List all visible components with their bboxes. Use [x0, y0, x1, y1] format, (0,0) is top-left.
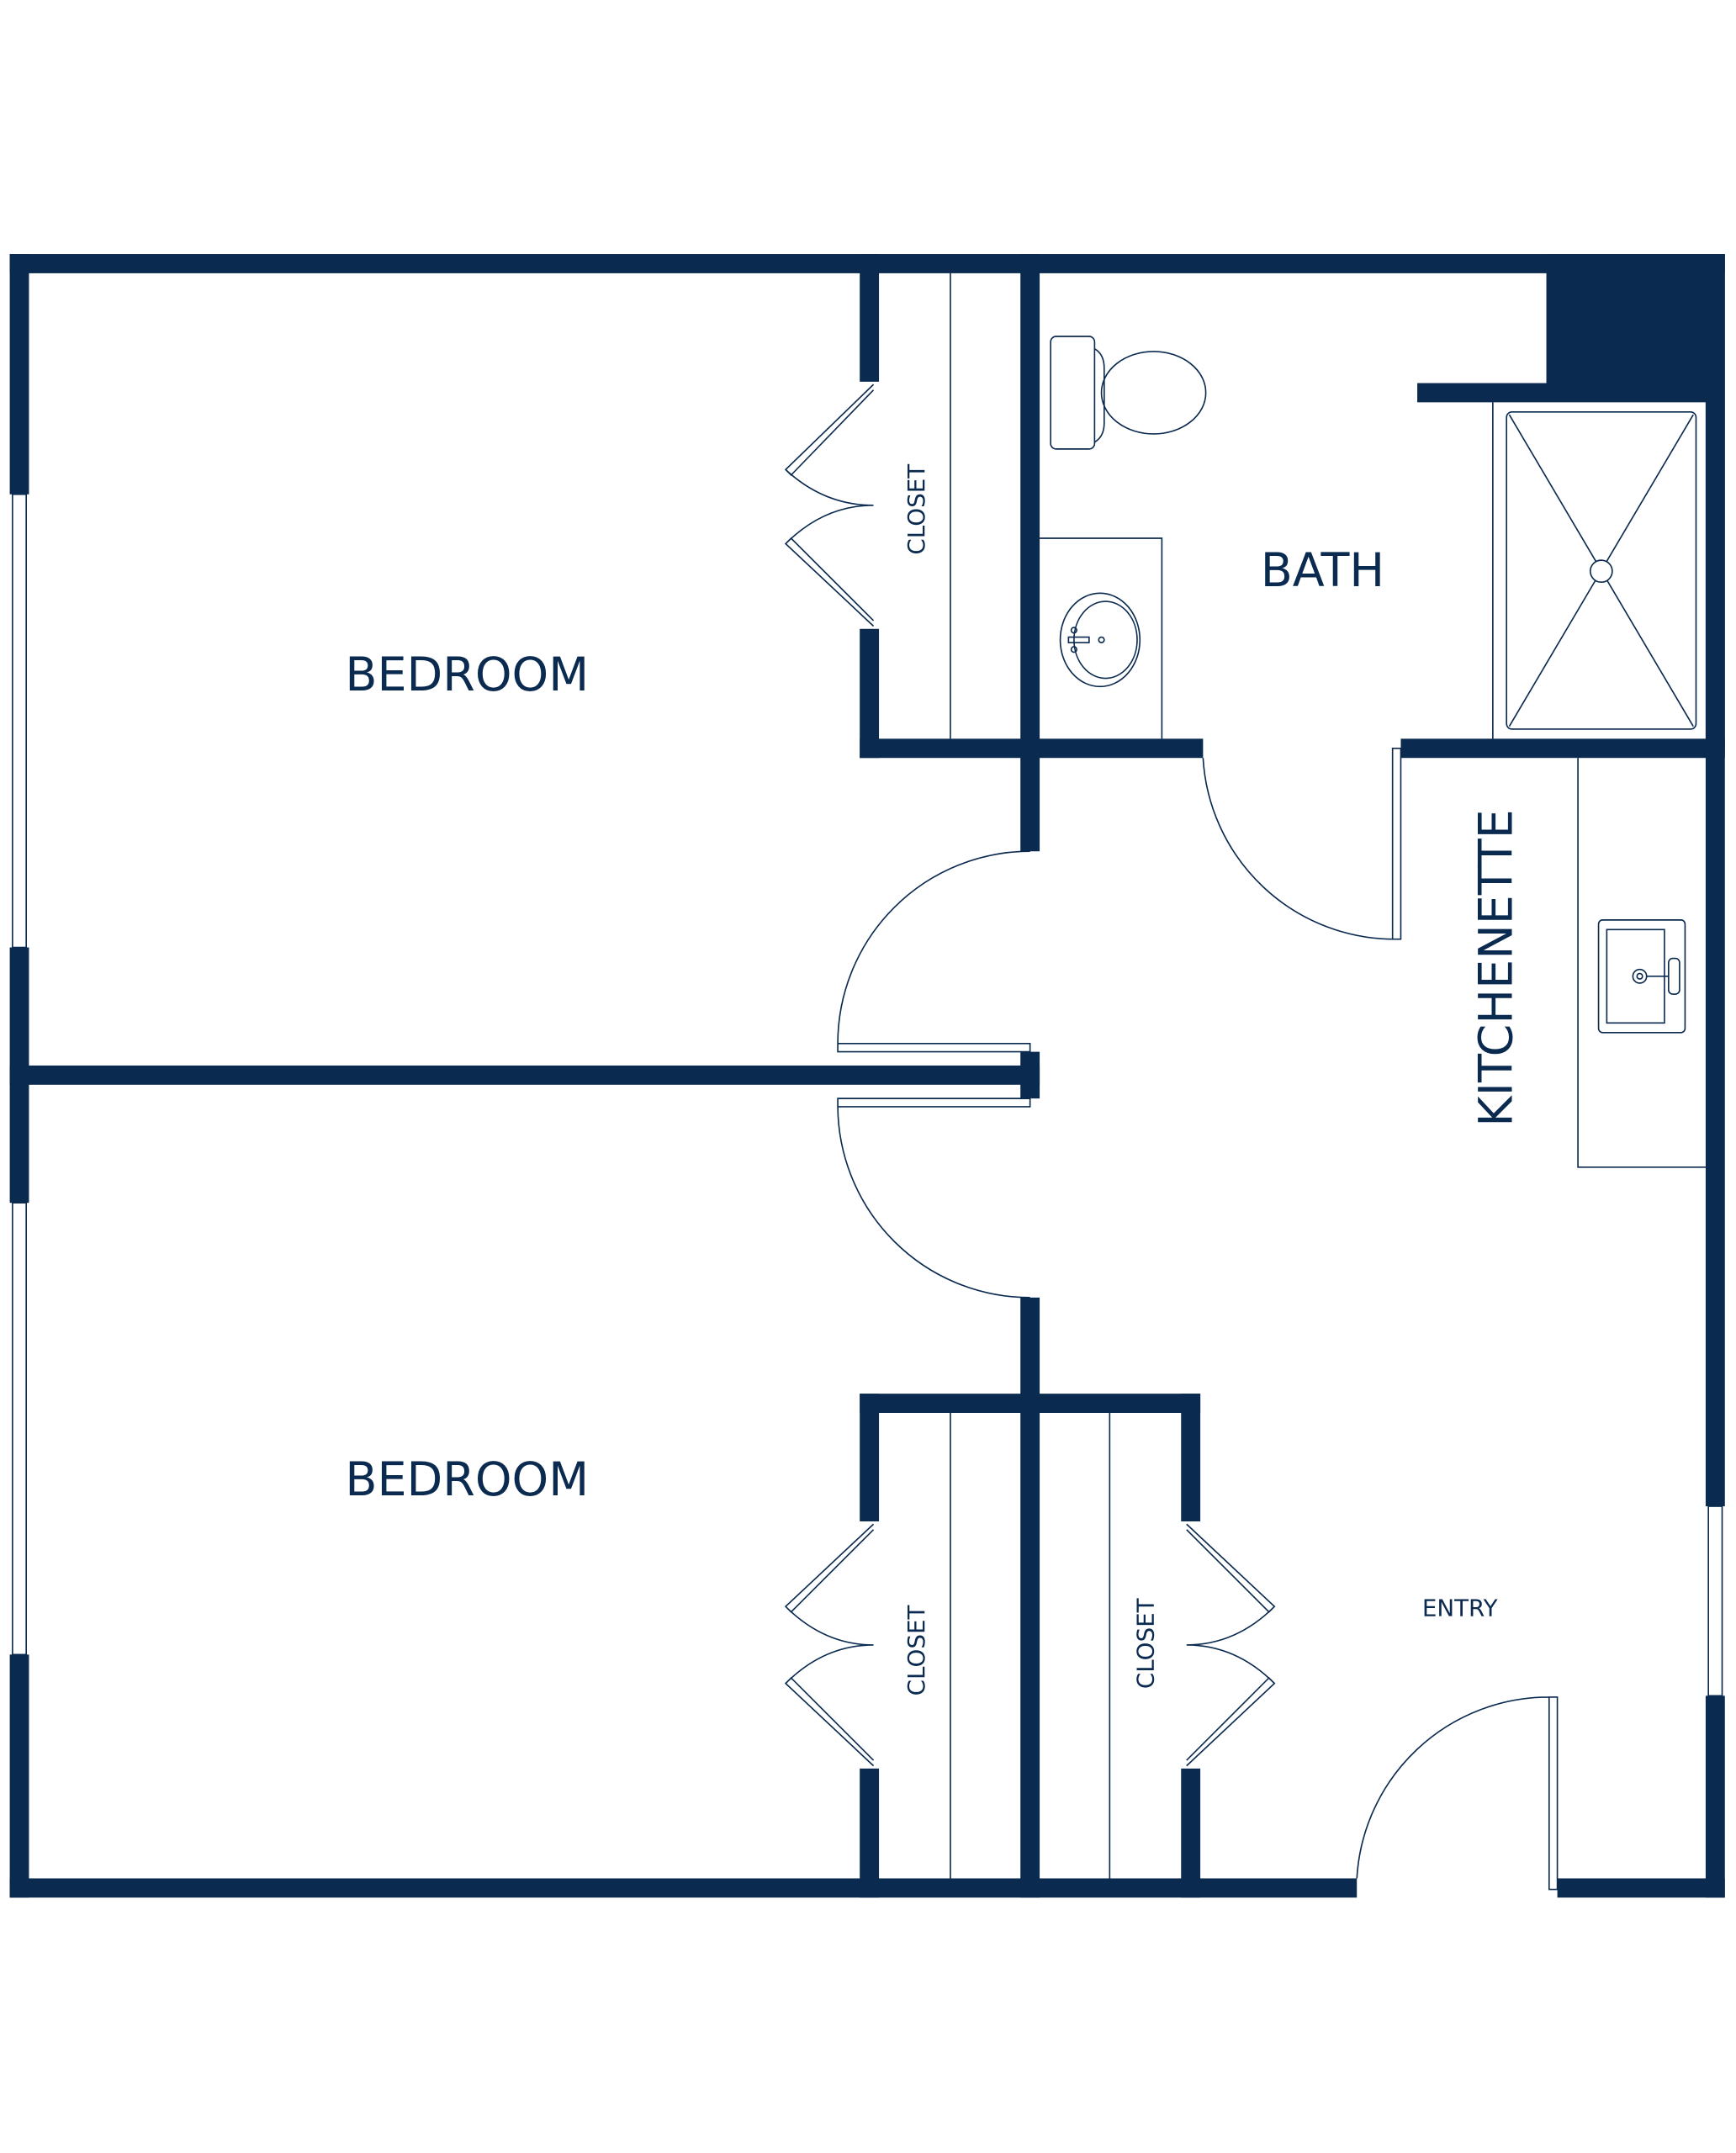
windows	[12, 493, 1723, 1697]
room-labels: BEDROOM BEDROOM BATH KITCHENETTE ENTRY C…	[345, 463, 1523, 1696]
label-entry: ENTRY	[1422, 1595, 1498, 1622]
label-bedroom-top: BEDROOM	[345, 648, 589, 702]
label-bath: BATH	[1261, 543, 1384, 598]
label-kitchenette: KITCHENETTE	[1469, 809, 1524, 1126]
label-bedroom-bottom: BEDROOM	[345, 1452, 589, 1507]
label-closet-bottom-left: CLOSET	[902, 1605, 930, 1696]
toilet	[1050, 336, 1207, 450]
bath-sink	[1040, 537, 1163, 739]
closet-rods	[950, 272, 1111, 1879]
doors	[784, 384, 1559, 1891]
kitchen-counter	[1577, 758, 1706, 1168]
shower	[1492, 402, 1697, 739]
label-closet-bottom-right: CLOSET	[1132, 1597, 1160, 1689]
label-closet-top: CLOSET	[902, 463, 930, 555]
walls	[9, 254, 1725, 1898]
